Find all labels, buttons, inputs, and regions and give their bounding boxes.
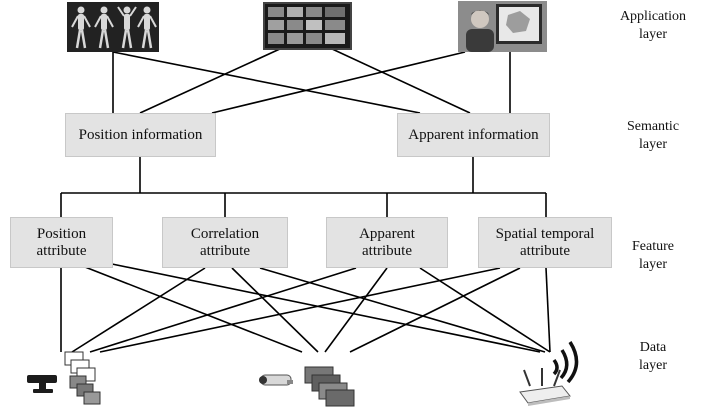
semantic-layer-label: Semantic layer <box>626 119 680 152</box>
apparent-attribute-node: Apparent attribute <box>326 217 448 268</box>
spatial-temporal-attribute-node: Spatial temporal attribute <box>478 217 612 268</box>
edge-app-wifi <box>419 267 551 353</box>
edge-app2-position <box>139 47 283 114</box>
edge-st-wifi <box>545 267 551 353</box>
edge-pos-camera <box>84 266 303 353</box>
edge-pos-wifi <box>111 263 541 353</box>
edge-app2-apparent <box>329 47 471 114</box>
body-scan-icon <box>67 2 159 52</box>
edge-corr-wifi <box>259 267 546 353</box>
application-layer-label: Application layer <box>619 9 687 42</box>
presenter-screen-icon <box>458 1 547 52</box>
apparent-information-node: Apparent information <box>397 113 550 157</box>
feature-layer-label: Feature layer <box>632 239 674 272</box>
surveillance-monitor-icon <box>263 2 352 50</box>
position-attribute-node: Position attribute <box>10 217 113 268</box>
correlation-attribute-node: Correlation attribute <box>162 217 288 268</box>
camera-icon <box>255 365 360 408</box>
edge-st-camera <box>349 267 521 353</box>
edge-st-kinect <box>99 267 501 353</box>
edge-corr-kinect <box>71 267 206 353</box>
kinect-sensor-icon <box>25 350 105 406</box>
edge-app3-position <box>211 51 466 114</box>
data-layer-label: Data layer <box>639 340 667 373</box>
edge-corr-camera <box>231 267 319 353</box>
edge-app-camera <box>324 267 388 353</box>
position-information-node: Position information <box>65 113 216 157</box>
edge-app-kinect <box>89 267 357 353</box>
edge-app1-apparent <box>112 51 421 114</box>
wifi-router-icon <box>510 340 590 406</box>
